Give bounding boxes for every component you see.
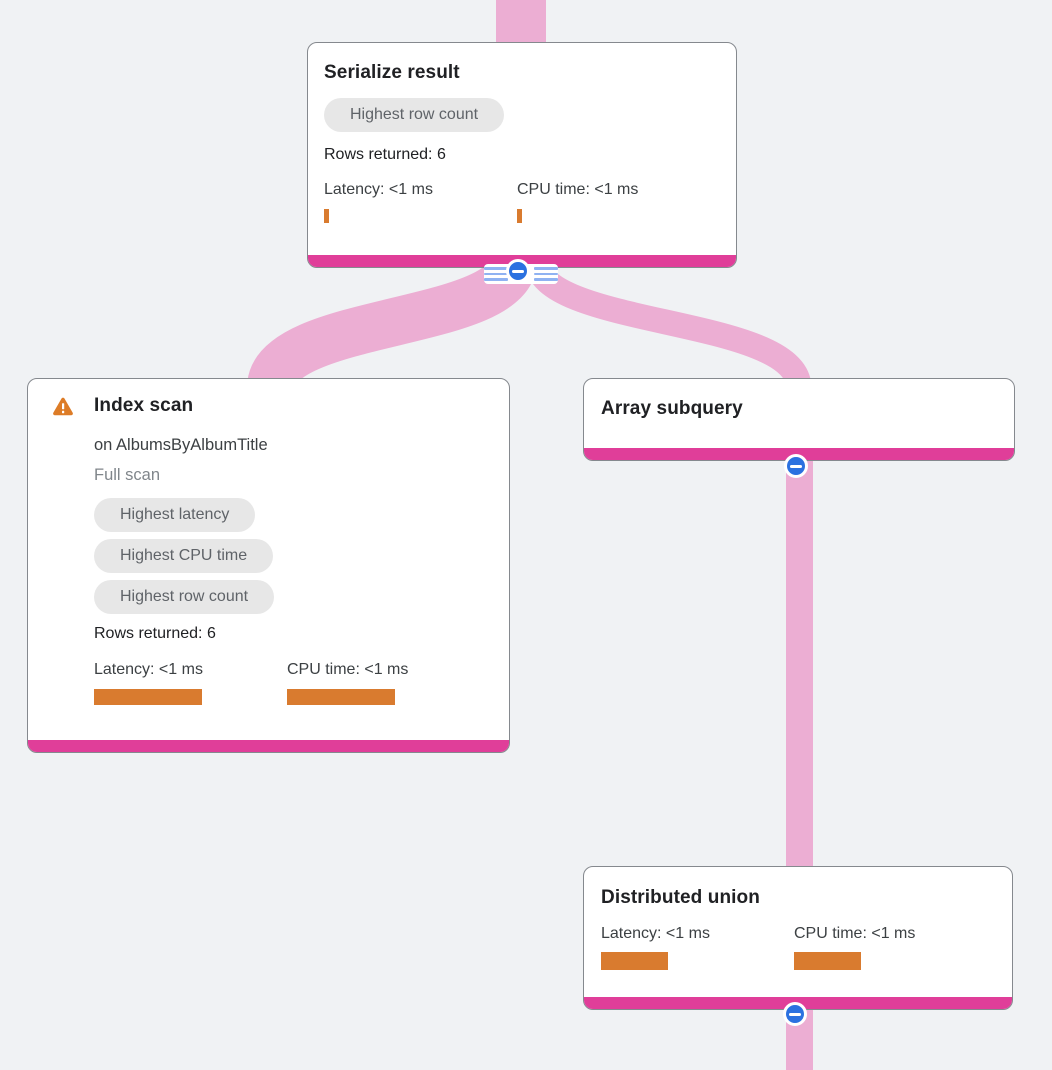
collapse-button-distributed-union[interactable]: [783, 1002, 807, 1026]
node-title: Distributed union: [601, 887, 760, 908]
latency-label: Latency: <1 ms: [94, 661, 203, 678]
node-serialize-result[interactable]: Serialize result Highest row count Rows …: [307, 42, 737, 268]
badges-block: Highest latency Highest CPU time Highest…: [94, 498, 493, 614]
collapse-button-array-subquery[interactable]: [784, 454, 808, 478]
latency-label: Latency: <1 ms: [601, 925, 710, 942]
node-index-scan[interactable]: Index scan on AlbumsByAlbumTitle Full sc…: [27, 378, 510, 753]
metrics: Latency: <1 ms CPU time: <1 ms: [601, 923, 995, 970]
node-title: Index scan: [94, 395, 194, 416]
node-title: Serialize result: [324, 62, 460, 83]
node-title: Array subquery: [601, 398, 743, 419]
node-subtitle: on AlbumsByAlbumTitle: [94, 436, 268, 454]
metrics: Latency: <1 ms CPU time: <1 ms: [324, 179, 720, 223]
node-accent-bar: [28, 740, 509, 752]
edge-serialize-to-index-scan: [247, 255, 537, 392]
metrics: Latency: <1 ms CPU time: <1 ms: [94, 659, 493, 705]
latency-bar: [601, 952, 668, 970]
warning-icon: [53, 397, 73, 416]
cpu-bar: [794, 952, 861, 970]
edge-stack-lines-left: [484, 264, 508, 284]
latency-label: Latency: <1 ms: [324, 181, 433, 198]
latency-metric: Latency: <1 ms: [601, 923, 794, 970]
cpu-metric: CPU time: <1 ms: [517, 179, 710, 223]
badge-highest-latency: Highest latency: [94, 498, 256, 532]
cpu-label: CPU time: <1 ms: [517, 181, 639, 198]
cpu-bar: [517, 209, 522, 223]
node-array-subquery[interactable]: Array subquery: [583, 378, 1015, 461]
latency-metric: Latency: <1 ms: [324, 179, 517, 223]
cpu-label: CPU time: <1 ms: [794, 925, 916, 942]
cpu-label: CPU time: <1 ms: [287, 661, 409, 678]
collapse-button-serialize[interactable]: [506, 259, 530, 283]
cpu-metric: CPU time: <1 ms: [794, 923, 987, 970]
edge-array-to-distributed: [786, 455, 813, 873]
rows-returned: Rows returned: 6: [94, 625, 216, 642]
badge-highest-cpu-time: Highest CPU time: [94, 539, 274, 573]
latency-bar: [94, 689, 202, 705]
edge-serialize-to-array-subquery: [524, 257, 812, 391]
cpu-metric: CPU time: <1 ms: [287, 659, 480, 705]
edge-stack-lines-right: [534, 264, 558, 284]
latency-metric: Latency: <1 ms: [94, 659, 287, 705]
badge-highest-row-count: Highest row count: [94, 580, 275, 614]
scan-type-label: Full scan: [94, 466, 161, 484]
cpu-bar: [287, 689, 395, 705]
badge-highest-row-count: Highest row count: [324, 98, 505, 132]
rows-returned: Rows returned: 6: [324, 146, 446, 163]
latency-bar: [324, 209, 329, 223]
node-distributed-union[interactable]: Distributed union Latency: <1 ms CPU tim…: [583, 866, 1013, 1010]
badge-row: Highest row count: [324, 98, 720, 132]
